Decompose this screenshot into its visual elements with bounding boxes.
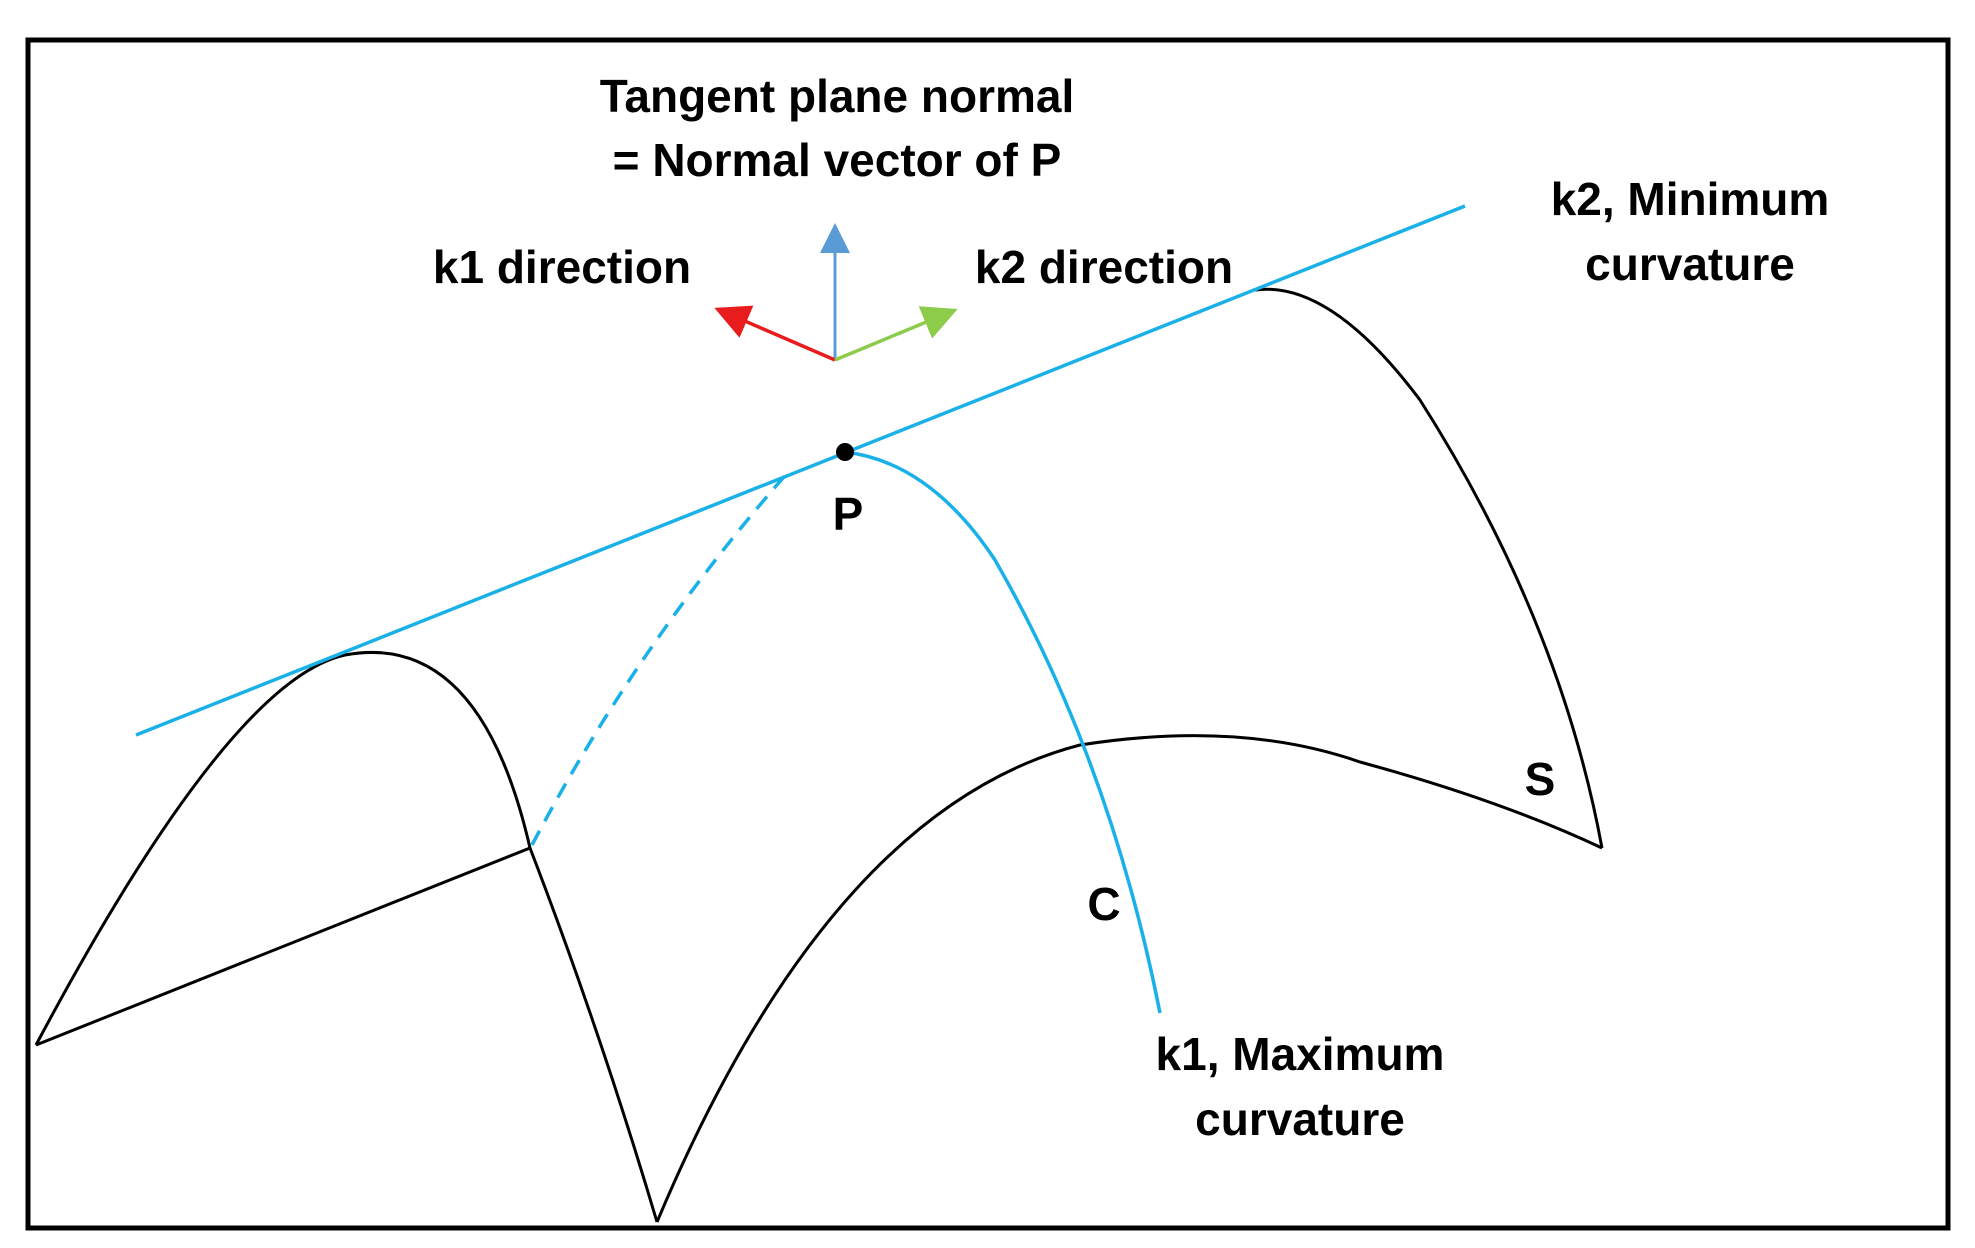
surface-right-bump (1254, 287, 1604, 849)
surface-left-bump (34, 650, 659, 1223)
surface-bottom-left-edge (35, 846, 531, 1047)
normal-label-line2: = Normal vector of P (613, 134, 1062, 186)
curve-c-label: C (1087, 878, 1120, 930)
normal-label-line1: Tangent plane normal (600, 70, 1075, 122)
k1-maximum-curvature-label-line1: k1, Maximum (1156, 1028, 1445, 1080)
k1-maximum-curvature-label-line2: curvature (1195, 1093, 1405, 1145)
surface-s (34, 287, 1604, 1223)
tangent-line-k2 (135, 204, 1466, 737)
k2-minimum-curvature-label-line1: k2, Minimum (1551, 173, 1830, 225)
diagram-frame (25, 37, 1951, 1231)
k2-direction-arrow (834, 306, 958, 362)
point-p-marker (836, 443, 854, 461)
surface-s-label: S (1525, 753, 1556, 805)
k1-direction-arrow (714, 305, 836, 362)
point-p-label: P (833, 488, 864, 540)
curve-c-hidden-dashed (530, 468, 792, 846)
k2-minimum-curvature-label-line2: curvature (1585, 238, 1795, 290)
curve-c (844, 450, 1162, 1014)
surface-front-edge (655, 734, 1603, 1223)
k1-direction-label: k1 direction (433, 241, 691, 293)
k2-direction-label: k2 direction (975, 241, 1233, 293)
